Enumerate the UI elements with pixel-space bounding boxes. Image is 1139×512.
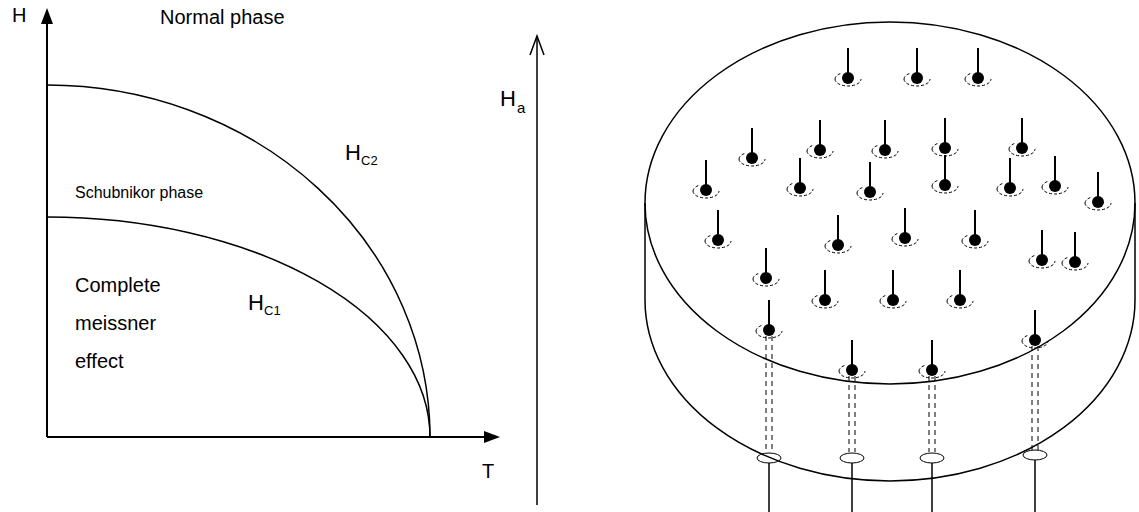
axis-label: T	[482, 460, 494, 483]
flux-lines	[757, 336, 1047, 512]
curve-label: H	[248, 290, 264, 315]
axis-label: H	[12, 4, 26, 27]
field-arrow	[530, 36, 544, 505]
curve-label: H	[345, 140, 361, 165]
curve-subscript: C1	[264, 304, 281, 319]
region-label: Schubnikor phase	[75, 184, 203, 202]
region-label: Complete meissner effect	[75, 266, 187, 380]
hc2-curve	[47, 85, 430, 437]
disk	[645, 22, 1135, 481]
axes	[41, 8, 500, 443]
vortices	[693, 48, 1111, 378]
hc1-curve	[47, 217, 430, 437]
field-subscript: a	[517, 99, 525, 116]
field-label: H	[500, 86, 516, 111]
curve-subscript: C2	[361, 154, 378, 169]
region-label: Normal phase	[160, 6, 285, 29]
